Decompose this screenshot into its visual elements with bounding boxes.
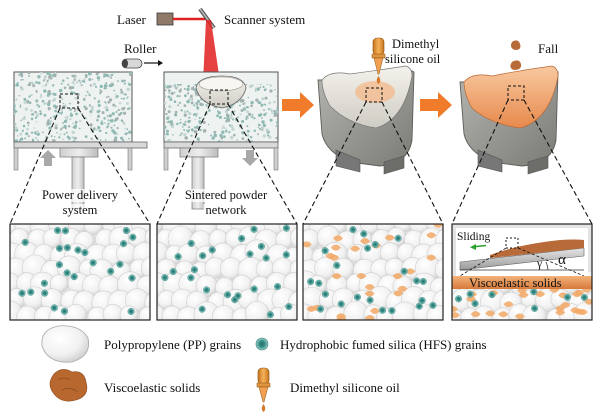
falling-solid-icon [510,60,522,70]
dropper-icon [256,367,271,412]
legend-visco-label: Viscoelastic solids [104,380,201,395]
zoom-region-2 [209,89,229,105]
microstructure-box-3 [302,223,444,321]
roller-icon [121,58,163,69]
alpha-label: α [558,252,566,268]
roller-direction-arrow [158,60,163,66]
microstructure-box-2 [156,223,298,321]
pp-grain-icon [41,325,90,363]
zoom-region-1 [59,93,79,109]
microstructure-box-1 [9,223,151,321]
falling-solid-icon [511,40,521,50]
powder-delivery-machine [13,71,148,210]
up-arrow-icon [40,150,56,166]
viscoelastic-band [452,276,592,289]
zoom-lines [9,99,593,225]
sintered-network-label-line2: network [203,203,249,217]
arrow-right-icon [282,92,314,118]
dimethyl-label-line2: silicone oil [385,52,441,66]
microstructure-box-4 [451,223,593,321]
legend-hfs-label: Hydrophobic fumed silica (HFS) grains [280,337,487,352]
laser-beam-down [203,20,220,82]
fall-label: Fall [538,41,559,56]
power-delivery-label-line2: system [60,203,100,217]
viscoelastic-band-label: Viscoelastic solids [469,276,562,290]
down-arrow-icon [242,150,258,166]
tub-sliding [459,40,559,175]
legend-oil-label: Dimethyl silicone oil [290,380,400,395]
dimethyl-label-line1: Dimethyl [392,37,440,51]
legend [41,325,271,412]
tub-oil-infused [317,65,415,175]
dropper-icon [371,37,386,84]
laser-label: Laser [117,12,146,27]
scanner-label: Scanner system [224,12,306,27]
roller-label: Roller [124,41,157,56]
sliding-label: Sliding [457,231,491,243]
power-delivery-label-line1: Power delivery [39,188,121,202]
hfs-grain-icon [255,337,269,351]
legend-pp-label: Polypropylene (PP) grains [104,337,242,352]
gamma-label: γ [537,258,543,270]
inclined-slab [459,247,585,271]
arrow-right-icon [420,92,452,118]
zoom-region-4 [507,85,525,101]
laser-unit [156,7,220,82]
zoom-region-3 [365,87,383,103]
viscoelastic-layer [490,239,584,258]
laser-icon [156,12,174,26]
blob-icon [49,369,88,402]
sintered-network-label-line1: Sintered powder [182,188,270,202]
